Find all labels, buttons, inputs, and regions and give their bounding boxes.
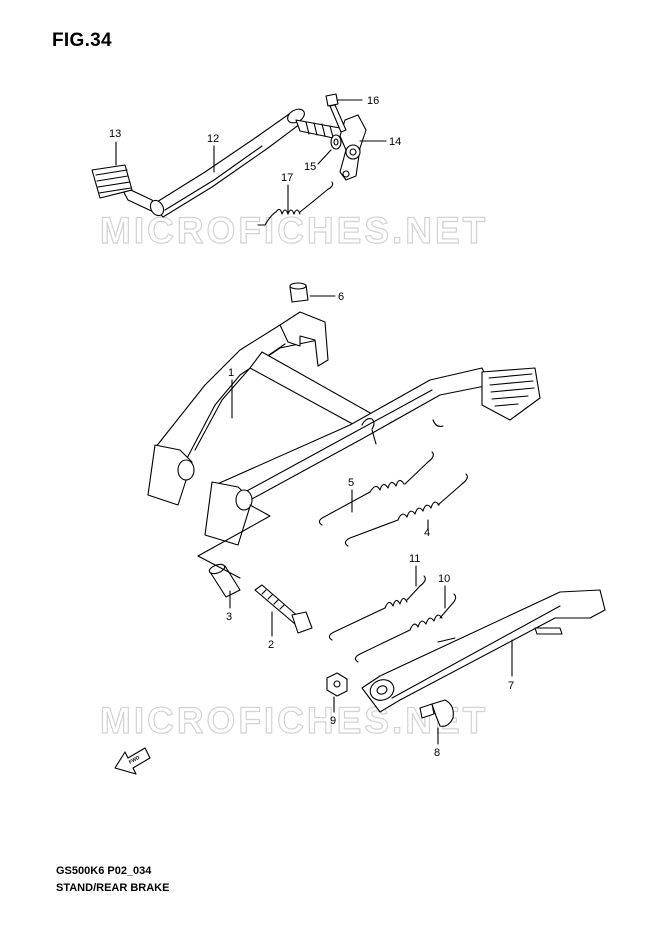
label-part-1: 1	[228, 367, 234, 379]
label-part-7: 7	[508, 680, 514, 692]
assembly-line-collar	[197, 555, 241, 579]
part-11-spring	[328, 575, 426, 641]
part-12-brake-pedal-lever	[119, 108, 344, 218]
label-part-6: 6	[338, 291, 344, 303]
part-4-spring	[344, 473, 468, 547]
part-9-nut	[326, 672, 348, 697]
part-1-center-stand	[147, 311, 541, 546]
part-2-pivot-bolt	[254, 584, 313, 634]
model-code: GS500K6 P02_034	[56, 865, 152, 877]
part-6-cap	[289, 282, 309, 303]
label-part-15: 15	[304, 161, 316, 173]
label-part-3: 3	[226, 611, 232, 623]
label-part-11: 11	[409, 553, 420, 565]
label-part-13: 13	[109, 128, 121, 140]
watermark-top: MICROFICHES.NET	[100, 210, 488, 251]
label-part-4: 4	[424, 527, 430, 539]
label-part-10: 10	[438, 573, 450, 585]
part-10-spring	[354, 593, 457, 663]
label-part-12: 12	[207, 133, 219, 145]
label-part-8: 8	[434, 747, 440, 759]
watermark-bottom: MICROFICHES.NET	[100, 700, 488, 741]
figure-title: FIG.34	[52, 30, 112, 51]
label-part-14: 14	[389, 136, 401, 148]
label-part-17: 17	[281, 172, 293, 184]
part-14-brake-arm	[339, 114, 367, 181]
figure-caption: STAND/REAR BRAKE	[56, 882, 170, 894]
part-7-side-stand	[361, 589, 606, 713]
label-part-2: 2	[268, 639, 274, 651]
part-3-collar	[208, 563, 241, 598]
fwd-label: FWD	[128, 755, 141, 766]
part-8-stand-bolt	[419, 699, 454, 727]
leader-lines	[115, 99, 513, 745]
part-17-return-spring	[257, 181, 334, 226]
label-part-16: 16	[367, 95, 379, 107]
label-part-9: 9	[330, 715, 336, 727]
part-16-bolt	[325, 93, 347, 133]
label-part-5: 5	[348, 477, 354, 489]
part-5-spring	[318, 451, 434, 526]
fwd-arrow-icon: FWD	[114, 747, 151, 775]
part-13-pedal-rubber	[91, 164, 133, 199]
part-15-washer	[330, 134, 342, 150]
assembly-line-left	[197, 504, 271, 557]
